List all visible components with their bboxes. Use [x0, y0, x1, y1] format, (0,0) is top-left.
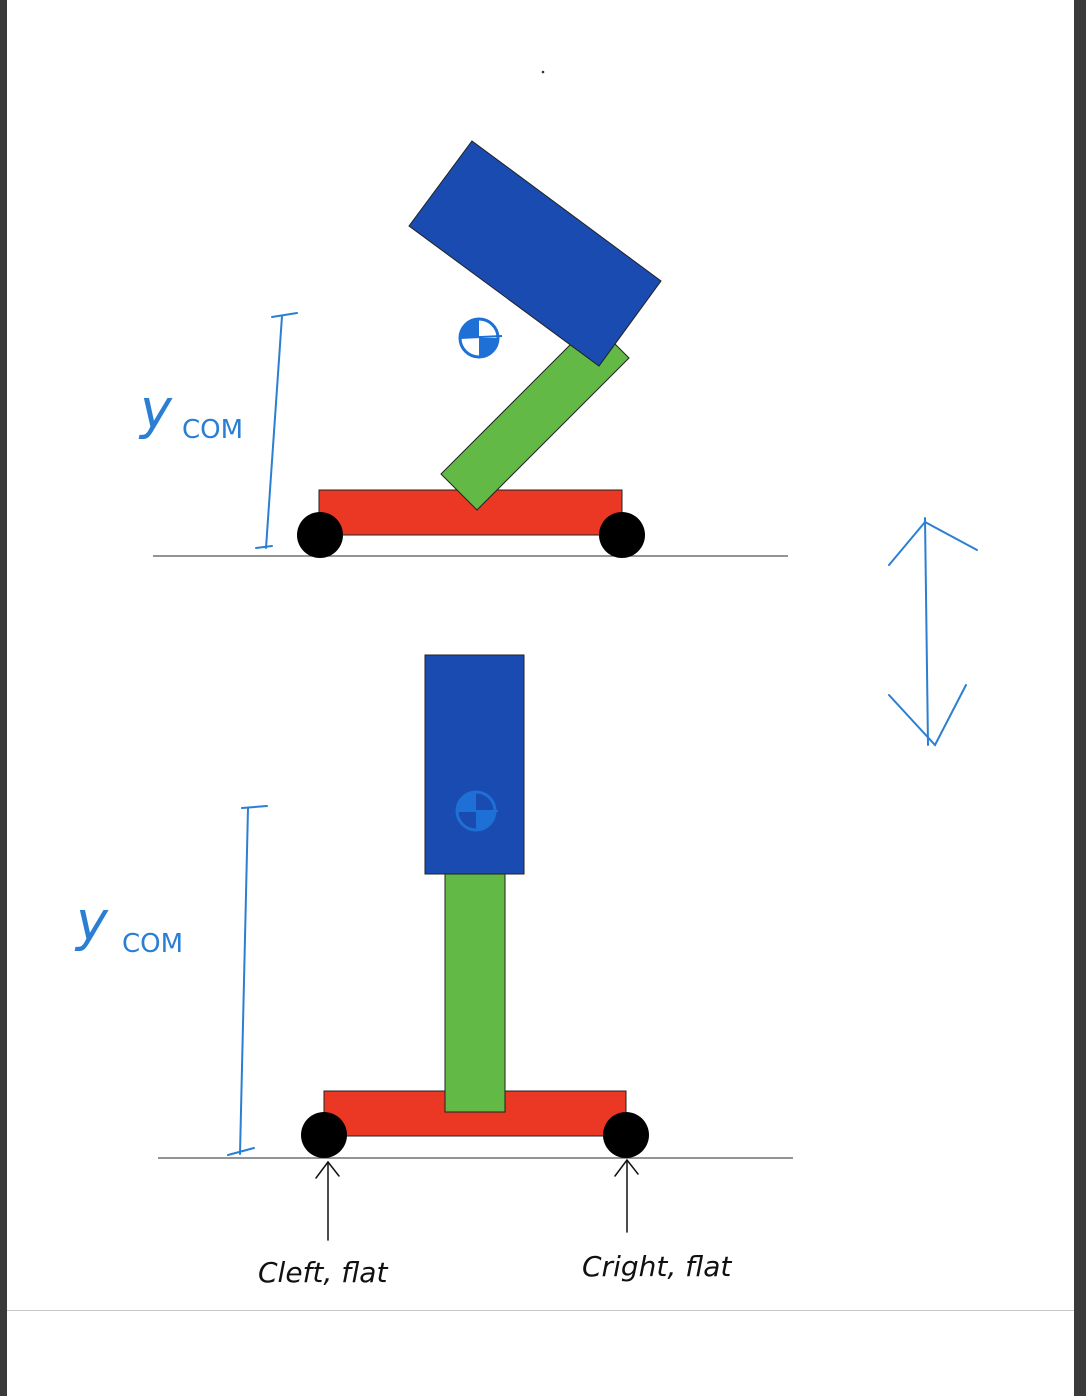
arm-top: [440, 321, 630, 511]
stray-dot: [541, 70, 545, 74]
body-bottom: [424, 654, 525, 875]
ycom-bracket-top: [255, 312, 298, 549]
ycom-label-bottom: y: [74, 890, 109, 953]
com-marker-bottom-icon: [455, 790, 498, 832]
robot-upright: y COM Cleft, flat Cright, flat: [74, 654, 793, 1289]
robot-tilted: y COM: [138, 140, 788, 558]
arm-bottom: [444, 871, 506, 1113]
com-marker-top-icon: [458, 317, 503, 359]
ycom-bracket-bottom: [227, 805, 268, 1156]
contact-arrow-left-icon: [315, 1160, 340, 1241]
force-label-right: Cright, flat: [582, 1250, 732, 1283]
double-arrow-icon: [888, 517, 978, 747]
wheel-top-right: [599, 512, 645, 558]
wheel-bottom-left: [301, 1112, 347, 1158]
ycom-sublabel-bottom: COM: [122, 929, 183, 959]
page-edge-right: [1074, 0, 1086, 1396]
page-edge-left: [0, 0, 7, 1396]
page-break-line: [7, 1310, 1074, 1311]
ycom-sublabel-top: COM: [182, 415, 243, 445]
wheel-top-left: [297, 512, 343, 558]
body-top: [408, 140, 662, 367]
contact-arrow-right-icon: [614, 1158, 639, 1233]
ycom-label-top: y: [138, 378, 173, 441]
force-label-left: Cleft, flat: [258, 1256, 388, 1289]
wheel-bottom-right: [603, 1112, 649, 1158]
